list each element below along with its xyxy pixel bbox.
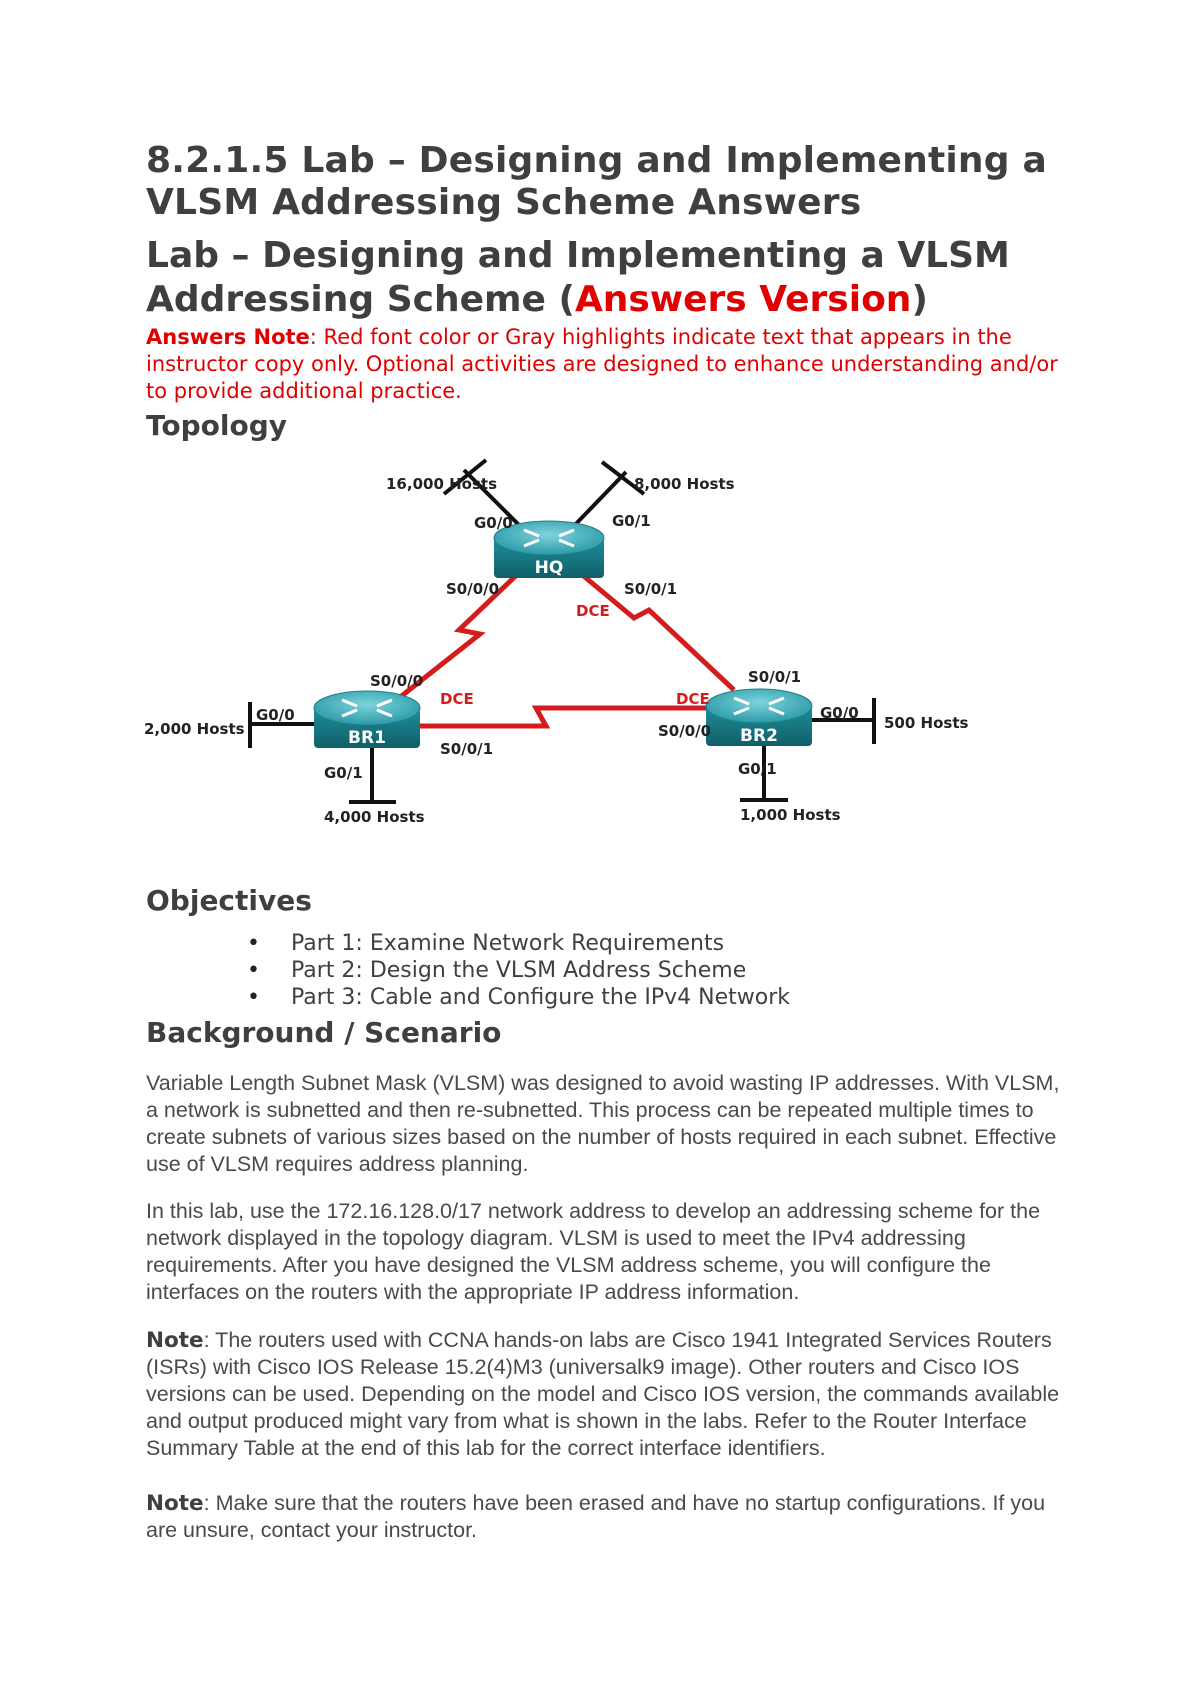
note-label: Note	[146, 1328, 204, 1353]
bullet-icon: •	[247, 958, 260, 983]
background-paragraph-1: Variable Length Subnet Mask (VLSM) was d…	[146, 1071, 1060, 1176]
hosts-label-br2-g01: 1,000 Hosts	[740, 806, 841, 824]
br1-br2-serial	[416, 705, 724, 729]
router-br2: BR2	[705, 688, 813, 746]
iface-br1-s001: S0/0/1	[440, 740, 493, 758]
bullet-icon: •	[247, 985, 260, 1010]
br1-arrows-icon	[341, 698, 393, 718]
note-paragraph-2: Note: Make sure that the routers have be…	[146, 1490, 1066, 1544]
lab-title-close: )	[911, 279, 928, 320]
note-text: : Make sure that the routers have been e…	[146, 1491, 1046, 1542]
lab-title-answers-version: Answers Version	[574, 279, 912, 320]
iface-br2-g01: G0/1	[738, 760, 777, 778]
topology-diagram: HQ BR1 BR2 16,000 Hosts 8,000 Hosts G0/0	[144, 458, 968, 826]
objective-text: Part 1: Examine Network Requirements	[291, 931, 725, 956]
objectives-heading: Objectives	[146, 884, 312, 917]
iface-br1-g01: G0/1	[324, 764, 363, 782]
dce-br1: DCE	[440, 690, 474, 708]
objective-item: • Part 3: Cable and Configure the IPv4 Ne…	[247, 984, 790, 1011]
hq-arrows-icon	[523, 528, 575, 548]
objective-text: Part 2: Design the VLSM Address Scheme	[291, 958, 747, 983]
iface-br2-s000: S0/0/0	[658, 722, 711, 740]
hq-g00-lan-bar	[442, 458, 488, 496]
hosts-label-br1-g00: 2,000 Hosts	[144, 720, 245, 738]
objective-item: • Part 1: Examine Network Requirements	[247, 930, 790, 957]
iface-br1-g00: G0/0	[256, 706, 295, 724]
hq-g01-link	[568, 470, 628, 532]
iface-br2-g00: G0/0	[820, 704, 859, 722]
hq-g00-link	[462, 468, 526, 532]
hosts-label-br1-g01: 4,000 Hosts	[324, 808, 425, 826]
router-hq: HQ	[493, 520, 605, 578]
answers-note-label: Answers Note	[146, 325, 310, 349]
document-page: 8.2.1.5 Lab – Designing and Implementing…	[144, 140, 1066, 1542]
iface-hq-s001: S0/0/1	[624, 580, 677, 598]
answers-note: Answers Note: Red font color or Gray hig…	[146, 324, 1066, 405]
router-br1-label: BR1	[348, 728, 386, 748]
diagram-labels: 16,000 Hosts 8,000 Hosts G0/0 G0/1 S0/0/…	[144, 475, 968, 826]
background-heading: Background / Scenario	[146, 1016, 502, 1049]
dce-hq: DCE	[576, 602, 610, 620]
hosts-label-hq-g01: 8,000 Hosts	[634, 475, 735, 493]
background-paragraph-2: In this lab, use the 172.16.128.0/17 net…	[146, 1199, 1041, 1304]
iface-hq-g00: G0/0	[474, 514, 513, 532]
bullet-icon: •	[247, 931, 260, 956]
note-label: Note	[146, 1491, 204, 1516]
note-paragraph-1: Note: The routers used with CCNA hands-o…	[146, 1327, 1066, 1462]
br2-arrows-icon	[733, 696, 785, 716]
router-br2-label: BR2	[740, 726, 778, 746]
router-br1: BR1	[313, 690, 421, 748]
topology-heading: Topology	[146, 409, 288, 442]
page-title: 8.2.1.5 Lab – Designing and Implementing…	[146, 140, 1047, 223]
hosts-label-br2-g00: 500 Hosts	[884, 714, 968, 732]
lab-title: Lab – Designing and Implementing a VLSM …	[146, 234, 1066, 322]
iface-hq-s000: S0/0/0	[446, 580, 499, 598]
note-text: : The routers used with CCNA hands-on la…	[146, 1328, 1060, 1460]
lan-links	[248, 458, 876, 804]
objective-text: Part 3: Cable and Configure the IPv4 Net…	[291, 985, 790, 1010]
hq-br2-serial	[572, 566, 736, 692]
serial-links	[397, 566, 736, 729]
lab-title-main: Lab – Designing and Implementing a VLSM …	[146, 235, 1010, 320]
hosts-label-hq-g00: 16,000 Hosts	[386, 475, 497, 493]
iface-hq-g01: G0/1	[612, 512, 651, 530]
objectives-list: • Part 1: Examine Network Requirements • P…	[146, 930, 790, 1011]
dce-br2: DCE	[676, 690, 710, 708]
iface-br2-s001: S0/0/1	[748, 668, 801, 686]
objective-item: • Part 2: Design the VLSM Address Scheme	[247, 957, 790, 984]
hq-g01-lan-bar	[600, 460, 646, 496]
router-hq-label: HQ	[535, 558, 564, 578]
answers-note-text: : Red font color or Gray highlights indi…	[146, 325, 1058, 403]
hq-br1-serial	[397, 566, 526, 700]
iface-br1-s000: S0/0/0	[370, 672, 423, 690]
